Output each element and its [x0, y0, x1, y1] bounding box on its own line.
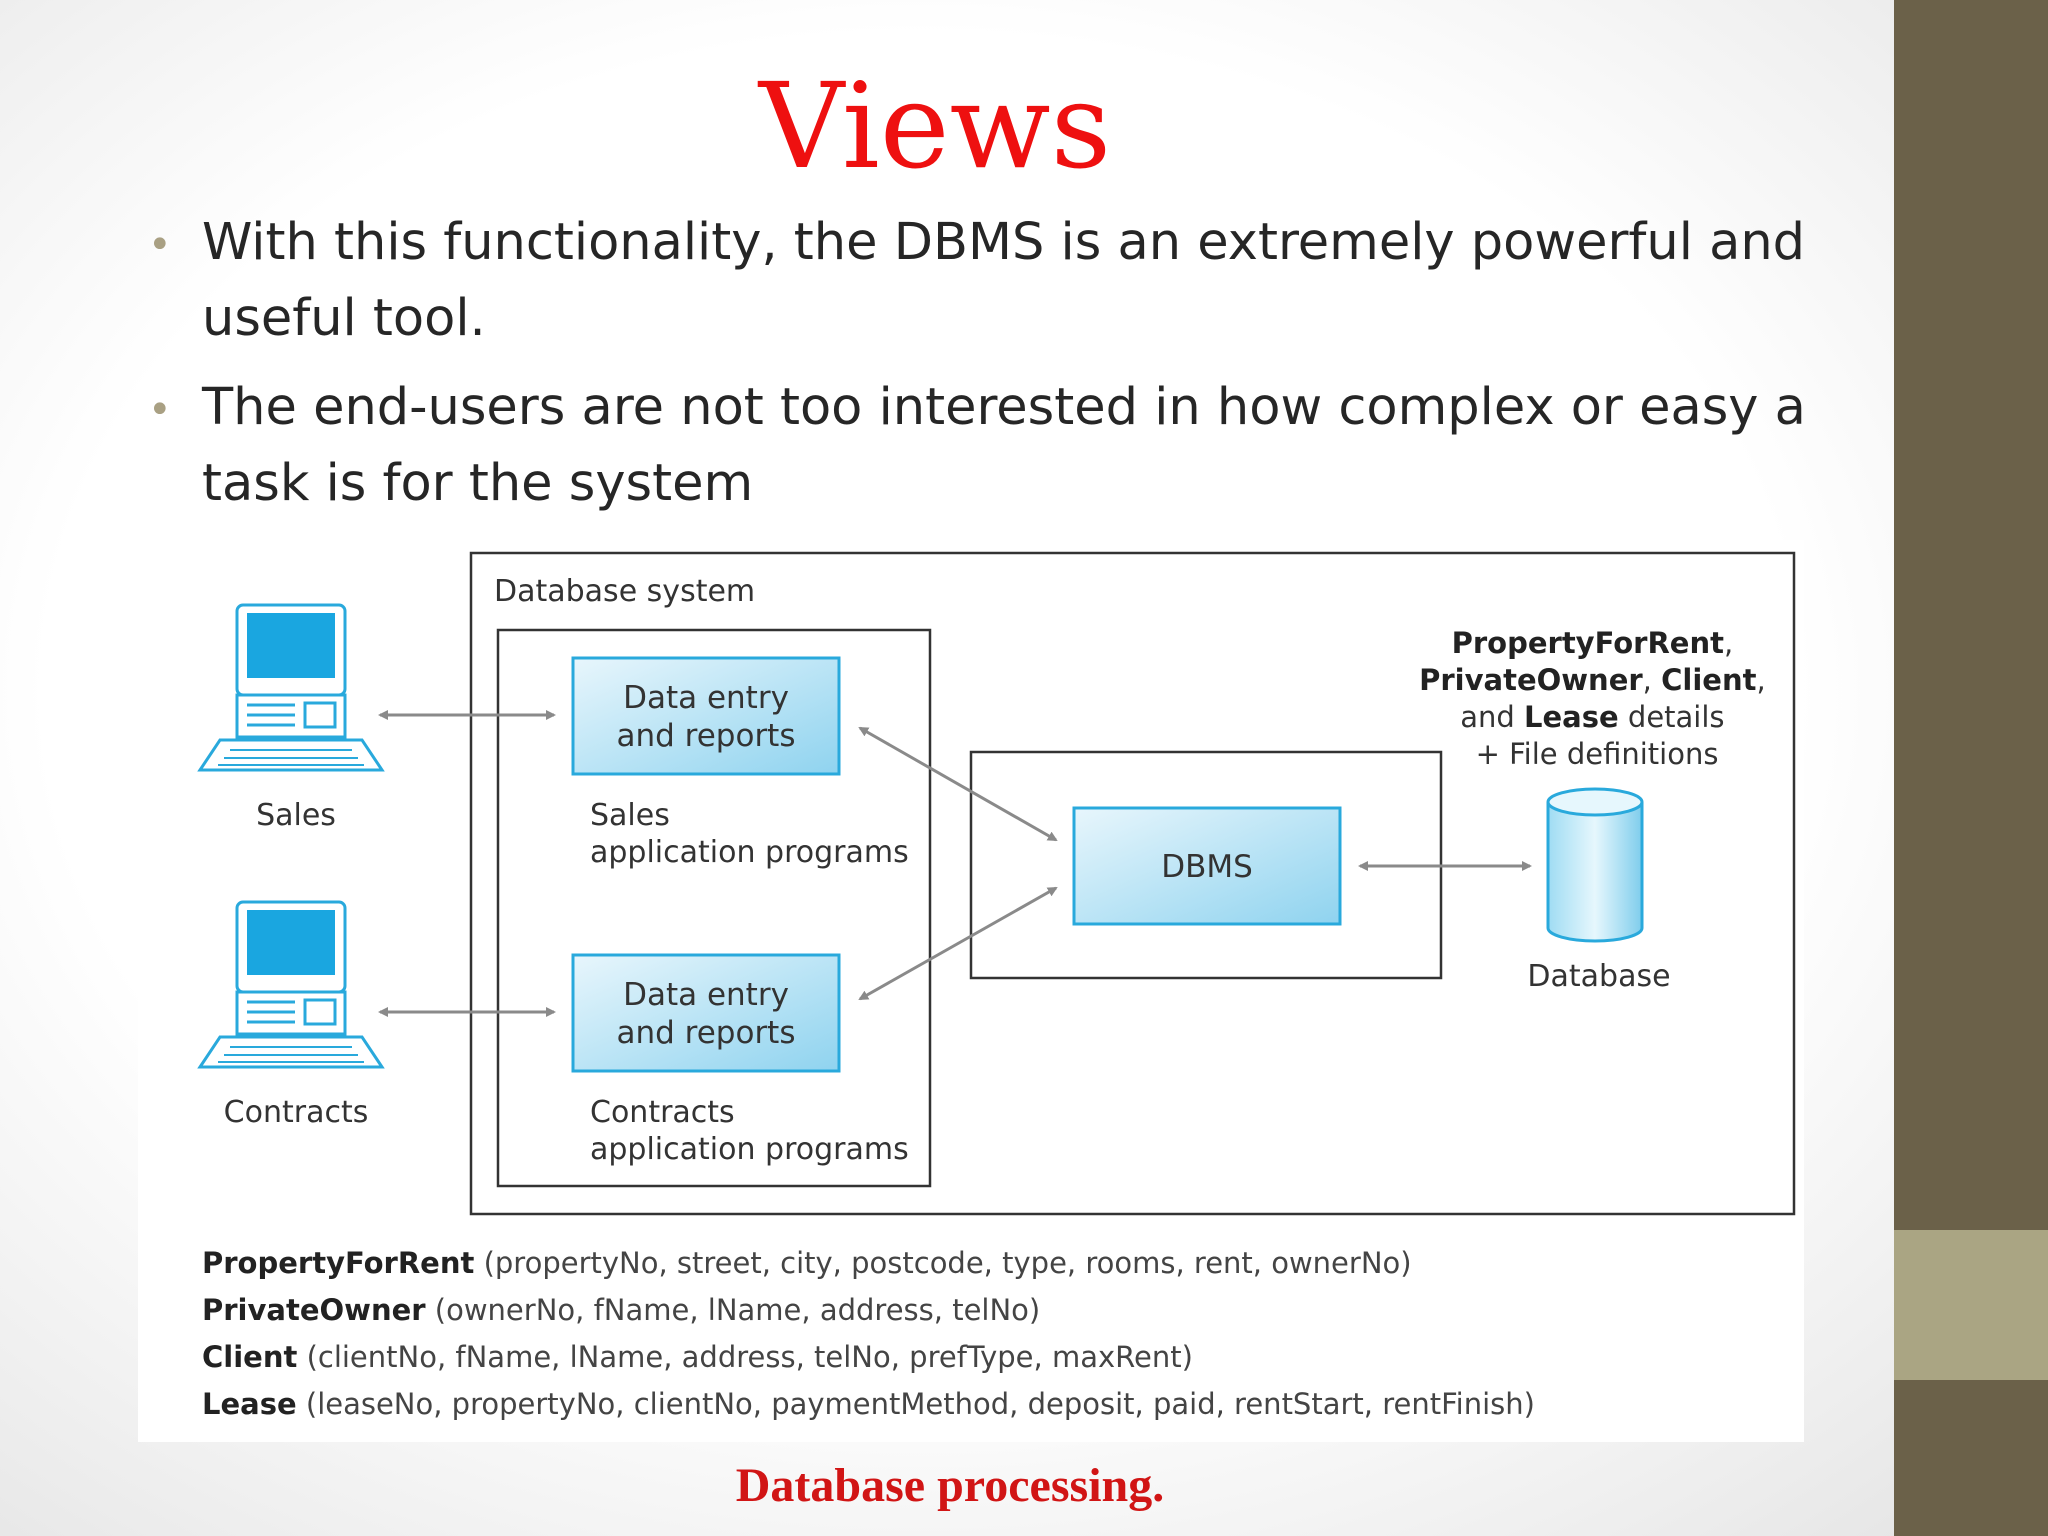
user-label-sales: Sales — [256, 798, 336, 833]
database-label: Database — [1527, 959, 1670, 994]
database-system-diagram: Database system Sales Contracts Data ent… — [138, 540, 1804, 1442]
details-sep: , — [1756, 663, 1765, 697]
database-system-label: Database system — [494, 574, 755, 609]
relation-attrs: (ownerNo, fName, lName, address, telNo) — [435, 1293, 1040, 1327]
bullet-dot-icon: • — [148, 222, 172, 268]
relation-name: Client — [202, 1340, 297, 1374]
database-system-boundary — [469, 551, 1796, 1216]
sales-computer-icon — [198, 603, 384, 772]
slide-title: Views — [758, 57, 1112, 195]
program-box-sales-line1: Data entry — [623, 680, 789, 716]
program-label-sales-line2: application programs — [590, 835, 909, 870]
details-bold-client: Client — [1661, 663, 1756, 697]
relation-row: Lease (leaseNo, propertyNo, clientNo, pa… — [202, 1387, 1535, 1421]
program-box-contracts-line2: and reports — [616, 1015, 795, 1051]
details-sep: , — [1724, 626, 1733, 660]
details-file-definitions: + File definitions — [1476, 737, 1719, 771]
program-box-sales-line2: and reports — [616, 718, 795, 754]
details-sep: , — [1643, 663, 1652, 697]
bullet-text: With this functionality, the DBMS is an … — [202, 213, 1806, 348]
arrow-contracts-program-to-dbms — [858, 886, 1058, 1001]
bullet-list: • With this functionality, the DBMS is a… — [148, 205, 1808, 535]
bullet-text: The end-users are not too interested in … — [202, 378, 1806, 513]
details-bold-propertyforrent: PropertyForRent — [1452, 626, 1724, 660]
relation-name: PropertyForRent — [202, 1246, 474, 1280]
details-bold-lease: Lease — [1524, 700, 1619, 734]
program-box-sales — [571, 656, 841, 776]
relation-name: PrivateOwner — [202, 1293, 426, 1327]
bullet-item: • The end-users are not too interested i… — [148, 370, 1808, 522]
relation-name: Lease — [202, 1387, 297, 1421]
database-cylinder-icon — [1546, 787, 1644, 943]
user-label-contracts: Contracts — [224, 1095, 369, 1130]
contracts-computer-icon — [198, 900, 384, 1069]
relation-attrs: (clientNo, fName, lName, address, telNo,… — [307, 1340, 1193, 1374]
sidebar-accent — [1894, 1230, 2048, 1380]
dbms-box — [1072, 806, 1342, 926]
arrow-sales-program-to-dbms — [858, 726, 1058, 842]
figure-caption: Database processing. — [735, 1459, 1165, 1512]
relation-row: PrivateOwner (ownerNo, fName, lName, add… — [202, 1293, 1040, 1327]
relation-attrs: (leaseNo, propertyNo, clientNo, paymentM… — [306, 1387, 1535, 1421]
relation-attrs: (propertyNo, street, city, postcode, typ… — [484, 1246, 1412, 1280]
relation-row: PropertyForRent (propertyNo, street, cit… — [202, 1246, 1412, 1280]
program-box-contracts-line1: Data entry — [623, 977, 789, 1013]
details-text: PropertyForRent, PrivateOwner, Client, a… — [1419, 626, 1775, 771]
dbms-label: DBMS — [1161, 849, 1253, 885]
program-box-contracts — [571, 953, 841, 1073]
bullet-item: • With this functionality, the DBMS is a… — [148, 205, 1808, 357]
program-label-sales-line1: Sales — [590, 798, 670, 833]
details-bold-privateowner: PrivateOwner — [1419, 663, 1643, 697]
program-label-contracts-line1: Contracts — [590, 1095, 735, 1130]
relation-row: Client (clientNo, fName, lName, address,… — [202, 1340, 1193, 1374]
details-and: and — [1460, 700, 1515, 734]
program-label-contracts-line2: application programs — [590, 1132, 909, 1167]
bullet-dot-icon: • — [148, 387, 172, 433]
details-word: details — [1628, 700, 1725, 734]
